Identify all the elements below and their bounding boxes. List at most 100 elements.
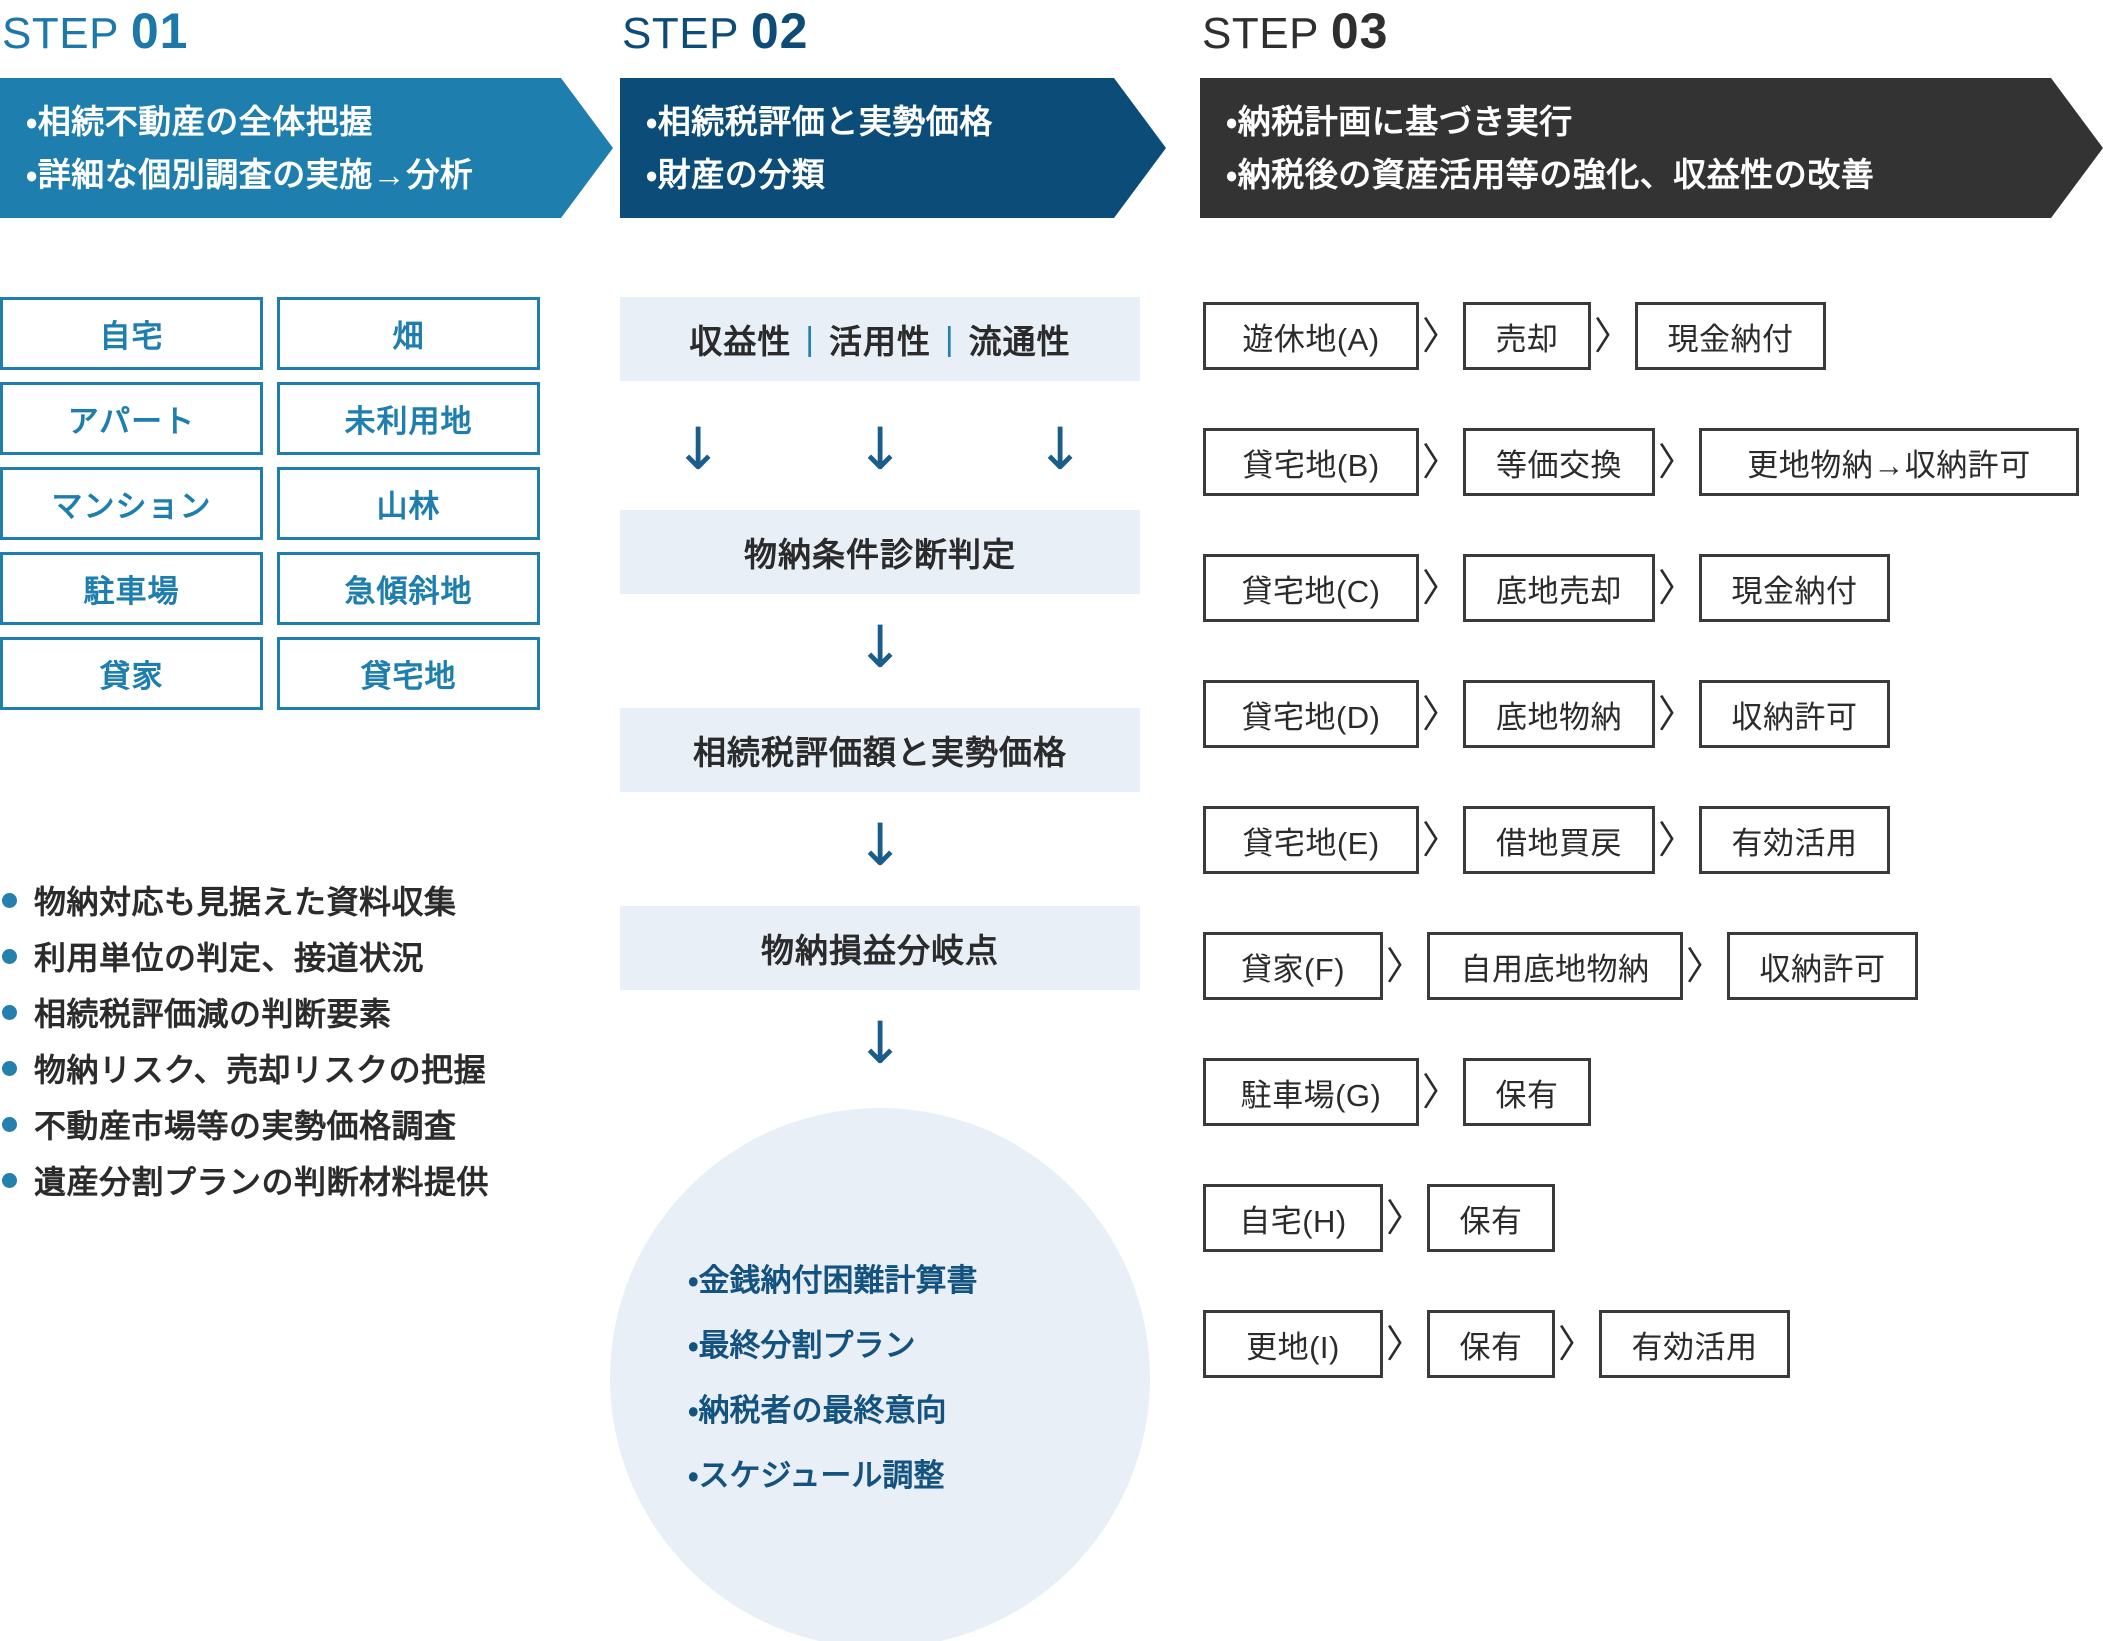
note-text: 物納リスク、売却リスクの把握 (34, 1052, 487, 1088)
arrow-down-icon: ↓ (673, 415, 723, 483)
asset-cell[interactable]: 駐車場 (0, 552, 263, 625)
asset-cell[interactable]: 貸家 (0, 637, 263, 710)
plan-row-h: 自宅(H) 〉 保有 (1203, 1184, 1555, 1252)
bullet-dot-icon (2, 1060, 17, 1076)
note-text: 物納対応も見据えた資料収集 (34, 884, 457, 920)
node-result[interactable]: 収納許可 (1699, 680, 1890, 748)
step-02-banner-line-1: ・相続税評価と実勢価格 (646, 102, 993, 140)
plan-row-f: 貸家(F) 〉 自用底地物納 〉 収納許可 (1203, 932, 1918, 1000)
chevron-right-icon: 〉 (1385, 944, 1424, 988)
chevron-right-icon: 〉 (1421, 314, 1460, 358)
plan-row-i: 更地(I) 〉 保有 〉 有効活用 (1203, 1310, 1790, 1378)
node-result[interactable]: 現金納付 (1699, 554, 1890, 622)
plan-row-b: 貸宅地(B) 〉 等価交換 〉 更地物納→収納許可 (1203, 428, 2079, 496)
plan-row-c: 貸宅地(C) 〉 底地売却 〉 現金納付 (1203, 554, 1890, 622)
asset-cell[interactable]: マンション (0, 467, 263, 540)
node-action[interactable]: 自用底地物納 (1427, 932, 1683, 1000)
step-01-banner: ・相続不動産の全体把握 ・詳細な個別調査の実施→分析 (0, 78, 613, 218)
step-03-number: 03 (1330, 3, 1389, 59)
node-action[interactable]: 底地物納 (1463, 680, 1655, 748)
node-asset[interactable]: 貸宅地(E) (1203, 806, 1419, 874)
node-asset[interactable]: 更地(I) (1203, 1310, 1383, 1378)
asset-cell[interactable]: 未利用地 (277, 382, 540, 455)
chevron-right-icon: 〉 (1657, 566, 1696, 610)
asset-cell[interactable]: 急傾斜地 (277, 552, 540, 625)
node-result[interactable]: 有効活用 (1699, 806, 1890, 874)
node-asset[interactable]: 駐車場(G) (1203, 1058, 1419, 1126)
plan-row-g: 駐車場(G) 〉 保有 (1203, 1058, 1591, 1126)
deliverable-item: ・金銭納付困難計算書 (688, 1263, 978, 1298)
node-action[interactable]: 保有 (1427, 1184, 1555, 1252)
note-text: 不動産市場等の実勢価格調査 (34, 1108, 457, 1144)
step-03-banner-line-1: ・納税計画に基づき実行 (1226, 102, 1573, 140)
node-result[interactable]: 更地物納→収納許可 (1699, 428, 2079, 496)
asset-cell[interactable]: 山林 (277, 467, 540, 540)
step-03-banner: ・納税計画に基づき実行 ・納税後の資産活用等の強化、収益性の改善 (1200, 78, 2103, 218)
node-asset[interactable]: 貸宅地(C) (1203, 554, 1419, 622)
bullet-dot-icon (2, 1116, 17, 1132)
chevron-right-icon: 〉 (1421, 818, 1460, 862)
chevron-right-icon: 〉 (1657, 440, 1696, 484)
node-action[interactable]: 底地売却 (1463, 554, 1655, 622)
step-02-number: 02 (750, 3, 809, 59)
chevron-right-icon: 〉 (1385, 1196, 1424, 1240)
node-asset[interactable]: 自宅(H) (1203, 1184, 1383, 1252)
list-item: 遺産分割プランの判断材料提供 (2, 1152, 489, 1208)
criteria-item-3: 流通性 (968, 323, 1071, 360)
bullet-dot-icon (2, 1172, 17, 1188)
step-03-banner-line-2: ・納税後の資産活用等の強化、収益性の改善 (1226, 156, 1875, 193)
node-action[interactable]: 等価交換 (1463, 428, 1655, 496)
deliverable-item: ・最終分割プラン (688, 1328, 916, 1363)
node-result[interactable]: 有効活用 (1599, 1310, 1790, 1378)
step-01-label: STEP (2, 9, 119, 58)
flow-box-breakeven: 物納損益分岐点 (620, 906, 1140, 990)
node-asset[interactable]: 貸宅地(B) (1203, 428, 1419, 496)
list-item: 相続税評価減の判断要素 (2, 984, 489, 1040)
step-01-banner-line-2: ・詳細な個別調査の実施→分析 (26, 156, 474, 193)
bullet-dot-icon (2, 892, 17, 908)
chevron-right-icon: 〉 (1657, 692, 1696, 736)
chevron-right-icon: 〉 (1657, 818, 1696, 862)
note-text: 利用単位の判定、接道状況 (34, 940, 425, 976)
step-02-banner-line-2: ・財産の分類 (646, 156, 826, 193)
node-result[interactable]: 現金納付 (1635, 302, 1826, 370)
step-01-banner-line-1: ・相続不動産の全体把握 (26, 102, 373, 140)
node-asset[interactable]: 遊休地(A) (1203, 302, 1419, 370)
node-action[interactable]: 借地買戻 (1463, 806, 1655, 874)
plan-row-e: 貸宅地(E) 〉 借地買戻 〉 有効活用 (1203, 806, 1890, 874)
list-item: 利用単位の判定、接道状況 (2, 928, 489, 984)
criteria-separator: | (805, 320, 815, 357)
list-item: 物納リスク、売却リスクの把握 (2, 1040, 489, 1096)
asset-cell[interactable]: 貸宅地 (277, 637, 540, 710)
arrow-down-icon: ↓ (855, 1009, 905, 1077)
asset-cell[interactable]: アパート (0, 382, 263, 455)
asset-cell[interactable]: 自宅 (0, 297, 263, 370)
step-03-title: STEP 03 (1202, 6, 1388, 56)
node-action[interactable]: 保有 (1463, 1058, 1591, 1126)
node-action[interactable]: 売却 (1463, 302, 1591, 370)
step-01-number: 01 (130, 3, 189, 59)
chevron-right-icon: 〉 (1421, 566, 1460, 610)
chevron-right-icon: 〉 (1421, 1070, 1460, 1114)
step-02-title: STEP 02 (622, 6, 808, 56)
asset-type-grid: 自宅 畑 アパート 未利用地 マンション 山林 駐車場 急傾斜地 貸家 貸宅地 (0, 297, 540, 710)
chevron-right-icon: 〉 (1421, 692, 1460, 736)
criteria-item-2: 活用性 (829, 323, 931, 360)
node-asset[interactable]: 貸家(F) (1203, 932, 1383, 1000)
plan-row-a: 遊休地(A) 〉 売却 〉 現金納付 (1203, 302, 1826, 370)
step-02-banner: ・相続税評価と実勢価格 ・財産の分類 (620, 78, 1166, 218)
criteria-item-1: 収益性 (689, 323, 792, 360)
asset-cell[interactable]: 畑 (277, 297, 540, 370)
step-03-label: STEP (1202, 9, 1319, 58)
note-text: 遺産分割プランの判断材料提供 (34, 1164, 490, 1200)
node-result[interactable]: 収納許可 (1727, 932, 1918, 1000)
node-action[interactable]: 保有 (1427, 1310, 1555, 1378)
deliverables-circle: ・金銭納付困難計算書 ・最終分割プラン ・納税者の最終意向 ・スケジュール調整 (610, 1108, 1150, 1641)
deliverable-item: ・納税者の最終意向 (688, 1393, 947, 1428)
step-01-notes-list: 物納対応も見据えた資料収集 利用単位の判定、接道状況 相続税評価減の判断要素 物… (2, 872, 489, 1208)
arrow-down-icon: ↓ (855, 415, 905, 483)
chevron-right-icon: 〉 (1557, 1322, 1596, 1366)
chevron-right-icon: 〉 (1385, 1322, 1424, 1366)
node-asset[interactable]: 貸宅地(D) (1203, 680, 1419, 748)
